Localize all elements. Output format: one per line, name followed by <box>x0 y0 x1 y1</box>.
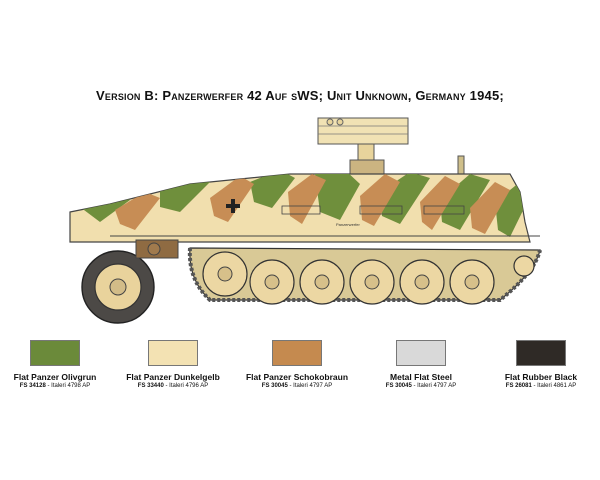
swatch-fs: FS 33440 <box>137 383 164 389</box>
swatch-color <box>396 340 446 366</box>
vehicle-hull: Panzerwerfer <box>69 173 540 243</box>
color-swatch-olivgrun: Flat Panzer Olivgrun FS 34128 - Italeri … <box>0 340 110 389</box>
swatch-italeri: - Italeri 4861 AP <box>533 383 577 389</box>
swatch-fs: FS 34128 <box>19 383 46 389</box>
swatch-color <box>30 340 80 366</box>
cross-insignia <box>226 199 240 213</box>
swatch-fs: FS 26081 <box>505 383 532 389</box>
color-swatch-rubber-black: Flat Rubber Black FS 26081 - Italeri 486… <box>486 340 596 389</box>
vent-stack <box>457 155 465 177</box>
swatch-color <box>148 340 198 366</box>
swatch-name: Flat Panzer Dunkelgelb <box>126 372 220 382</box>
swatch-italeri: - Italeri 4797 AP <box>413 383 457 389</box>
swatch-name: Flat Panzer Olivgrun <box>13 372 97 382</box>
color-swatch-schokobraun: Flat Panzer Schokobraun FS 30045 - Itale… <box>242 340 352 389</box>
swatch-name: Flat Rubber Black <box>504 372 578 382</box>
road-wheels <box>202 251 535 305</box>
rocket-launcher <box>317 117 409 175</box>
front-wheel <box>81 250 155 324</box>
front-equipment <box>135 239 179 259</box>
swatch-italeri: - Italeri 4798 AP <box>47 383 91 389</box>
vehicle-illustration: Panzerwerfer <box>69 117 542 324</box>
swatch-color <box>272 340 322 366</box>
swatch-name: Metal Flat Steel <box>390 372 452 382</box>
color-swatch-dunkelgelb: Flat Panzer Dunkelgelb FS 33440 - Italer… <box>118 340 228 389</box>
page-title: Version B: Panzerwerfer 42 Auf sWS; Unit… <box>96 88 504 103</box>
side-hatch <box>423 205 465 215</box>
side-hatch <box>359 205 403 215</box>
swatch-italeri: - Italeri 4796 AP <box>165 383 209 389</box>
side-hatch <box>281 205 321 215</box>
hull-plate-text: Panzerwerfer <box>336 222 360 227</box>
swatch-fs: FS 30045 <box>261 383 288 389</box>
swatch-italeri: - Italeri 4797 AP <box>289 383 333 389</box>
swatch-fs: FS 30045 <box>385 383 412 389</box>
swatch-color <box>516 340 566 366</box>
color-swatch-flat-steel: Metal Flat Steel FS 30045 - Italeri 4797… <box>366 340 476 389</box>
swatch-name: Flat Panzer Schokobraun <box>245 372 349 382</box>
